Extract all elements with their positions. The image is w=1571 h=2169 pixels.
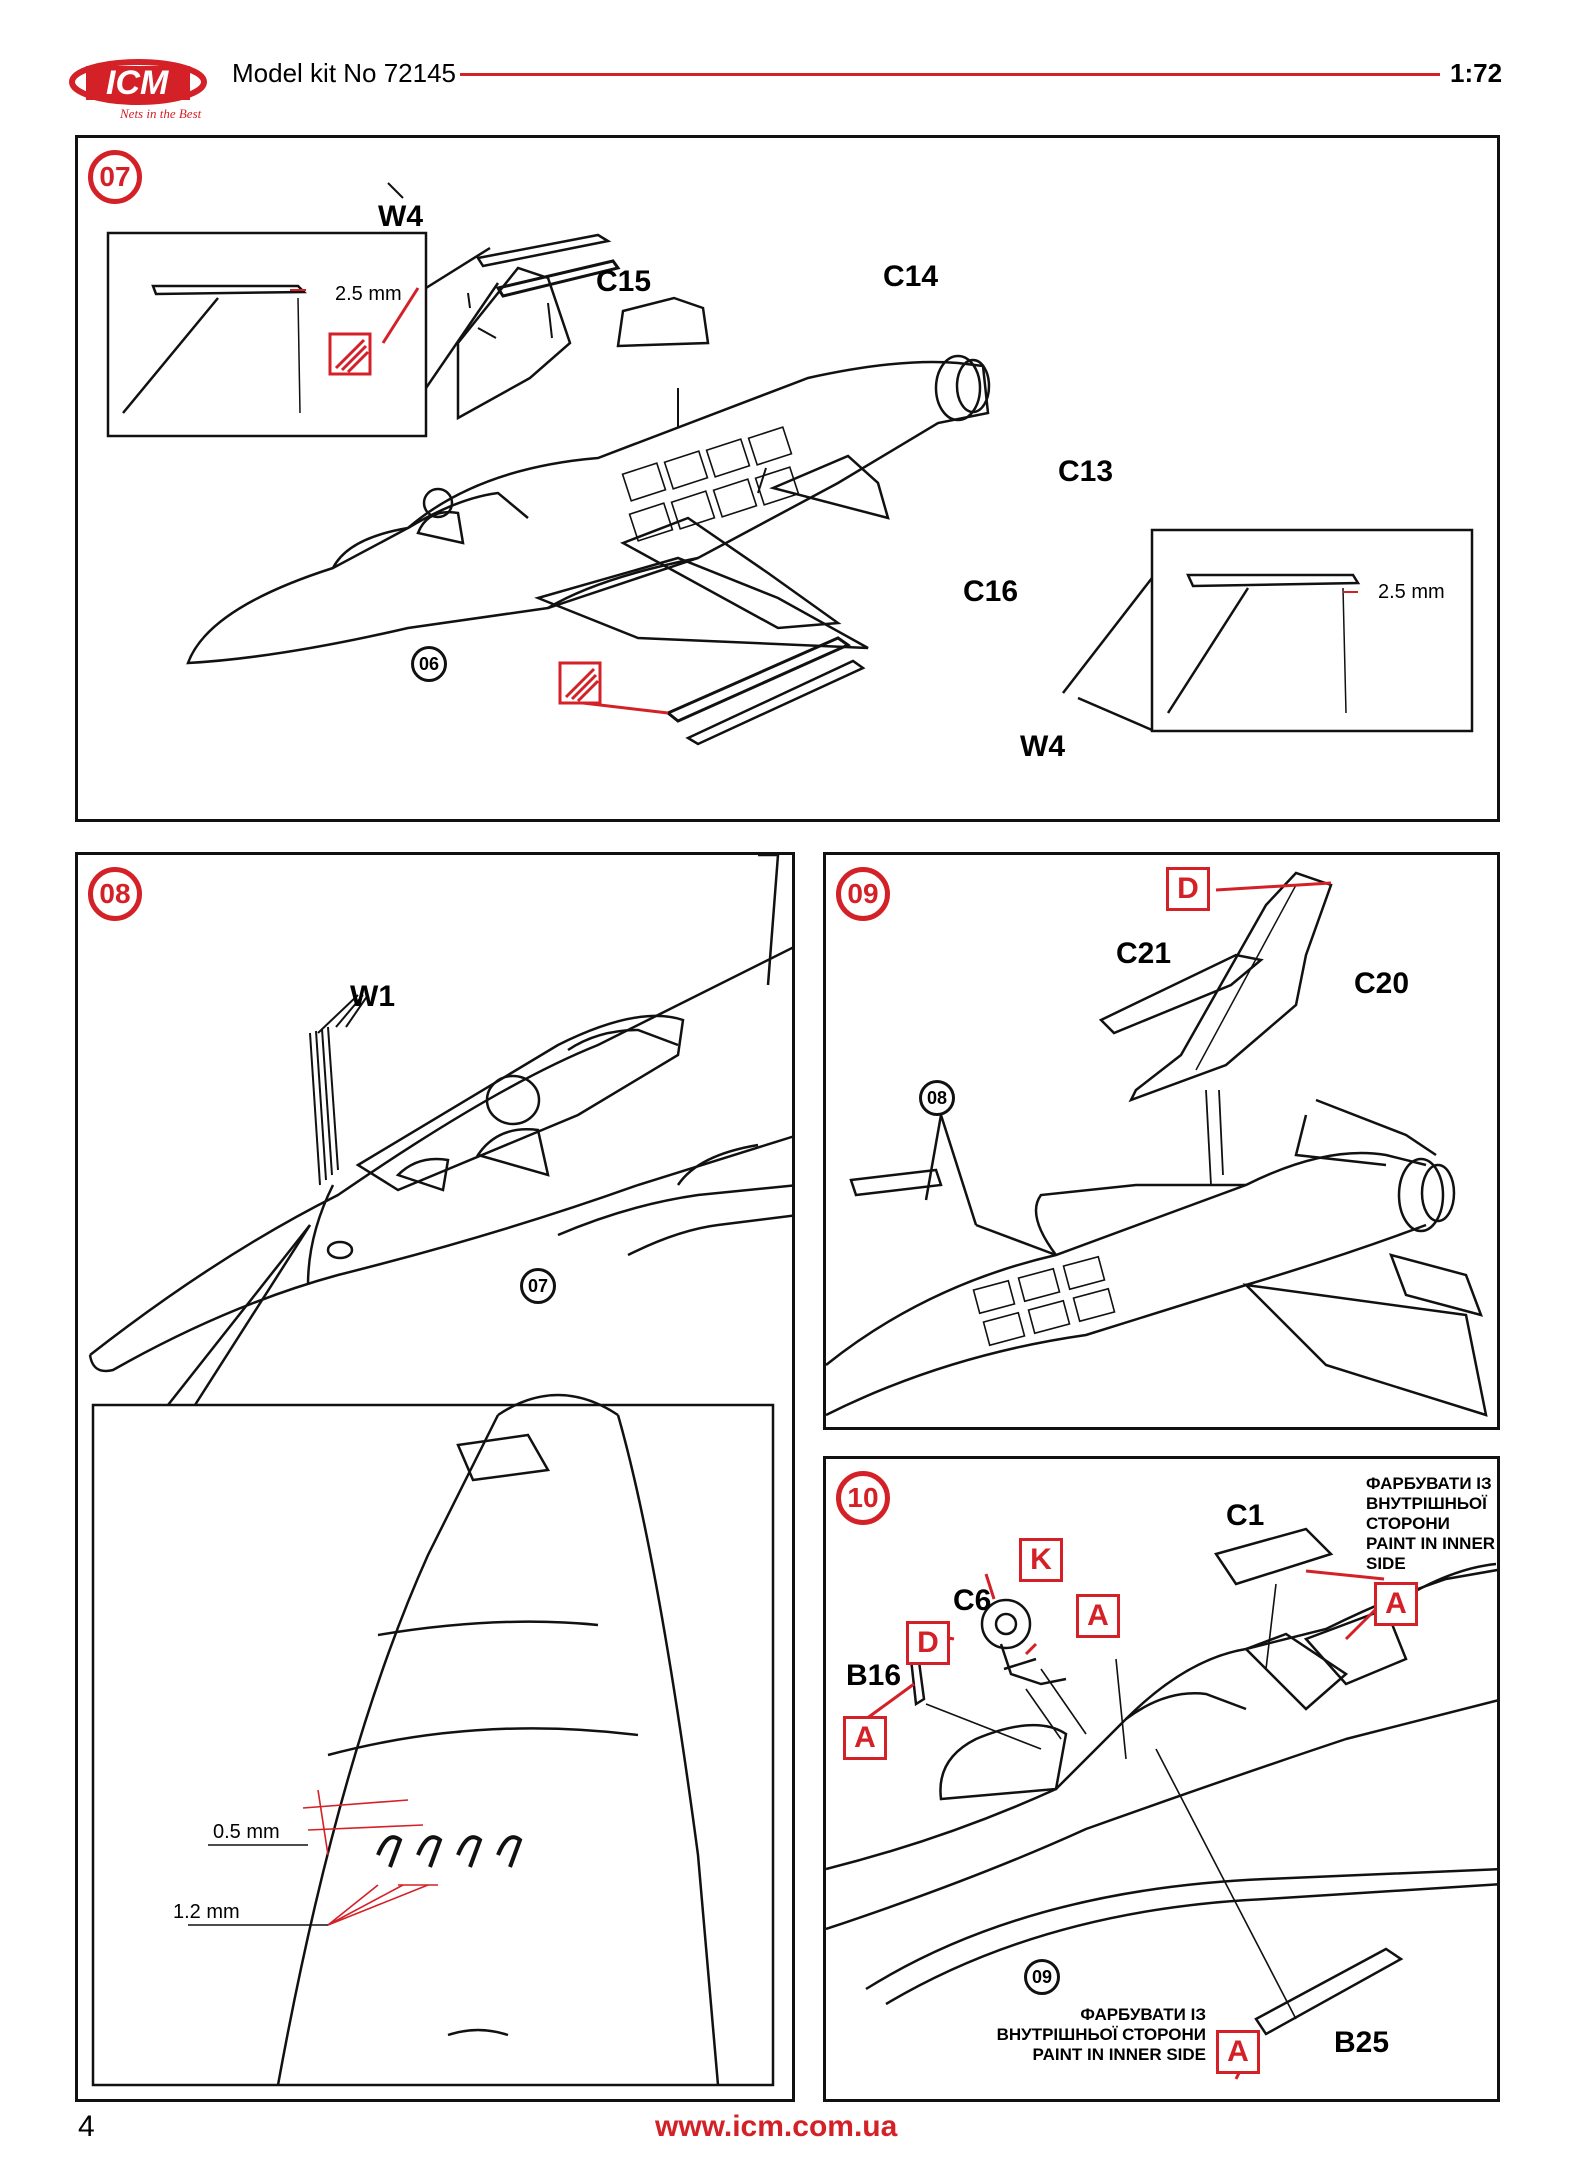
step-07-panel: 07 W4 C15 C14 C13 C16 W4 06 2.5 mm 2.5 m… [75, 135, 1500, 822]
paint-note-bottom-line1: ФАРБУВАТИ ІЗ [1080, 2005, 1206, 2024]
paint-note-bottom: ФАРБУВАТИ ІЗ ВНУТРІШНЬОЇ СТОРОНИ PAINT I… [966, 2005, 1206, 2065]
part-label-c1: C1 [1226, 1499, 1265, 1532]
dimension-left: 2.5 mm [335, 283, 402, 305]
paint-note-top-line5: SIDE [1366, 1554, 1406, 1573]
kit-scale: 1:72 [1450, 58, 1503, 88]
step-08-panel: 08 W1 07 0.5 mm 1.2 mm [75, 852, 795, 2102]
part-label-c20: C20 [1354, 967, 1410, 1000]
step-10-panel: 10 C1 C6 B16 B25 K A D A A A 09 ФАРБУВАТ… [823, 1456, 1500, 2102]
step-10-drawing [826, 1527, 1497, 2080]
icm-logo: ICM Nets in the Best [68, 48, 218, 126]
footer-url[interactable]: www.icm.com.ua [655, 2110, 898, 2143]
paint-ref-a-b16: A [843, 1716, 887, 1760]
step-08-badge: 08 [88, 867, 142, 921]
part-label-c15: C15 [596, 265, 652, 298]
page-number: 4 [78, 2110, 95, 2143]
step-ref-09: 09 [1024, 1959, 1060, 1995]
brand-name: ICM [106, 64, 169, 102]
part-label-c16: C16 [963, 575, 1019, 608]
paint-note-bottom-line2: ВНУТРІШНЬОЇ СТОРОНИ [996, 2025, 1206, 2044]
step-09-drawing [826, 871, 1488, 1417]
paint-ref-a-strut: A [1076, 1594, 1120, 1638]
paint-note-top-line1: ФАРБУВАТИ ІЗ [1366, 1474, 1492, 1493]
part-label-w4-top: W4 [378, 200, 423, 233]
step-ref-07: 07 [520, 1268, 556, 1304]
part-label-c13: C13 [1058, 455, 1114, 488]
paint-note-top: ФАРБУВАТИ ІЗ ВНУТРІШНЬОЇ СТОРОНИ PAINT I… [1366, 1474, 1496, 1574]
part-label-b25: B25 [1334, 2026, 1390, 2059]
brand-slogan: Nets in the Best [120, 106, 202, 121]
paint-ref-k: K [1019, 1538, 1063, 1582]
step-09-badge: 09 [836, 867, 890, 921]
paint-ref-a-c1: A [1374, 1582, 1418, 1626]
paint-ref-d-step09: D [1166, 867, 1210, 911]
paint-note-bottom-line3: PAINT IN INNER SIDE [1032, 2045, 1206, 2064]
dimension-0-5mm: 0.5 mm [213, 1821, 280, 1843]
paint-note-top-line2: ВНУТРІШНЬОЇ [1366, 1494, 1487, 1513]
step-09-panel: 09 D C21 C20 08 [823, 852, 1500, 1430]
part-label-c14: C14 [883, 260, 939, 293]
dimension-1-2mm: 1.2 mm [173, 1901, 240, 1923]
kit-title: Model kit No 72145 [232, 58, 457, 88]
paint-note-top-line3: СТОРОНИ [1366, 1514, 1450, 1533]
paint-ref-d: D [906, 1621, 950, 1665]
step-10-badge: 10 [836, 1471, 890, 1525]
step-07-badge: 07 [88, 150, 142, 204]
dimension-right: 2.5 mm [1378, 581, 1445, 603]
step-ref-08: 08 [919, 1080, 955, 1116]
part-label-w1: W1 [350, 980, 395, 1013]
paint-ref-a-b25: A [1216, 2030, 1260, 2074]
part-label-w4-bottom: W4 [1020, 730, 1065, 763]
part-label-c6: C6 [953, 1584, 992, 1617]
paint-note-top-line4: PAINT IN INNER [1366, 1534, 1496, 1553]
step-ref-06: 06 [411, 646, 447, 682]
part-label-b16: B16 [846, 1659, 902, 1692]
step-08-drawing [88, 855, 792, 2087]
step-07-drawing [106, 182, 1474, 746]
icm-logo-graphic [69, 59, 207, 105]
part-label-c21: C21 [1116, 937, 1172, 970]
header-rule [460, 73, 1440, 76]
